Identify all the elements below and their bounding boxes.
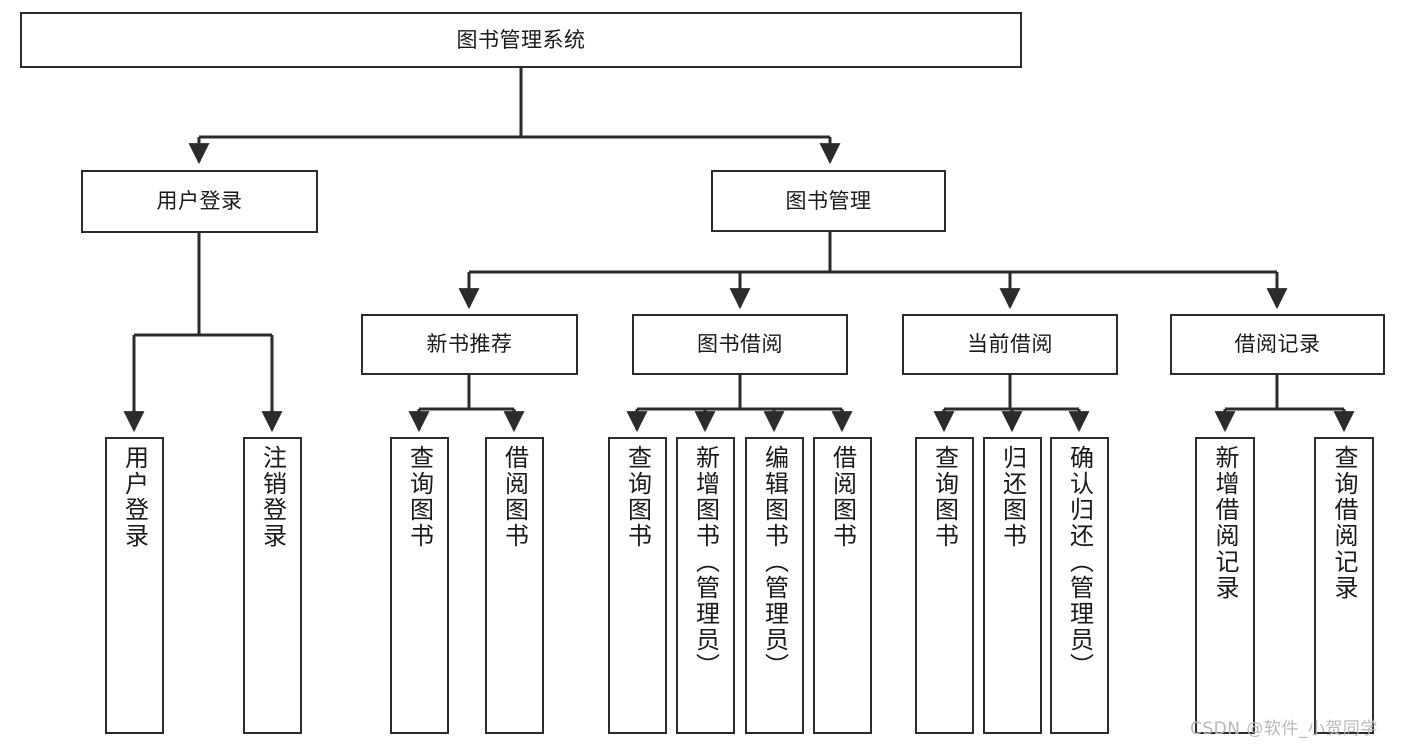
node-leaf-borrow-book-2-label: 借阅图书 [828, 445, 857, 549]
node-leaf-return-book[interactable]: 归还图书 [983, 437, 1042, 734]
node-leaf-user-logout-label: 注销登录 [258, 445, 287, 549]
node-leaf-confirm-return[interactable]: 确认归还（管理员） [1050, 437, 1109, 734]
node-book-borrow[interactable]: 图书借阅 [632, 314, 848, 375]
node-book-borrow-label: 图书借阅 [697, 332, 783, 357]
node-root[interactable]: 图书管理系统 [20, 12, 1022, 68]
node-leaf-query-record[interactable]: 查询借阅记录 [1314, 437, 1374, 734]
node-current-borrow-label: 当前借阅 [967, 332, 1053, 357]
node-leaf-query-book-1-label: 查询图书 [405, 445, 434, 549]
node-leaf-user-login-label: 用户登录 [120, 445, 149, 549]
node-user-login[interactable]: 用户登录 [81, 170, 318, 233]
watermark: CSDN @软件_小贺同学 [1190, 719, 1378, 739]
node-user-login-label: 用户登录 [156, 189, 243, 214]
node-leaf-borrow-book-1[interactable]: 借阅图书 [485, 437, 544, 734]
node-root-label: 图书管理系统 [456, 27, 586, 52]
node-leaf-add-book-label: 新增图书（管理员） [691, 445, 720, 679]
node-leaf-add-book[interactable]: 新增图书（管理员） [676, 437, 735, 734]
node-book-manage-label: 图书管理 [785, 188, 872, 213]
node-leaf-query-book-2[interactable]: 查询图书 [608, 437, 667, 734]
node-current-borrow[interactable]: 当前借阅 [902, 314, 1118, 375]
node-leaf-borrow-book-1-label: 借阅图书 [500, 445, 529, 549]
node-borrow-record-label: 借阅记录 [1234, 332, 1321, 357]
node-leaf-query-book-3-label: 查询图书 [930, 445, 959, 549]
node-leaf-query-book-3[interactable]: 查询图书 [915, 437, 974, 734]
node-leaf-edit-book[interactable]: 编辑图书（管理员） [745, 437, 804, 734]
node-leaf-edit-book-label: 编辑图书（管理员） [760, 445, 789, 679]
node-leaf-user-logout[interactable]: 注销登录 [243, 437, 302, 734]
node-leaf-return-book-label: 归还图书 [998, 445, 1027, 549]
node-leaf-query-book-1[interactable]: 查询图书 [390, 437, 449, 734]
node-new-book-rec-label: 新书推荐 [426, 332, 513, 357]
node-leaf-add-record[interactable]: 新增借阅记录 [1195, 437, 1255, 734]
node-book-manage[interactable]: 图书管理 [711, 170, 946, 232]
node-new-book-rec[interactable]: 新书推荐 [361, 314, 578, 375]
node-leaf-query-book-2-label: 查询图书 [623, 445, 652, 549]
node-leaf-borrow-book-2[interactable]: 借阅图书 [813, 437, 872, 734]
node-leaf-user-login[interactable]: 用户登录 [105, 437, 164, 734]
node-leaf-add-record-label: 新增借阅记录 [1211, 445, 1239, 601]
node-leaf-confirm-return-label: 确认归还（管理员） [1065, 445, 1094, 679]
node-leaf-query-record-label: 查询借阅记录 [1330, 445, 1358, 601]
node-borrow-record[interactable]: 借阅记录 [1170, 314, 1385, 375]
